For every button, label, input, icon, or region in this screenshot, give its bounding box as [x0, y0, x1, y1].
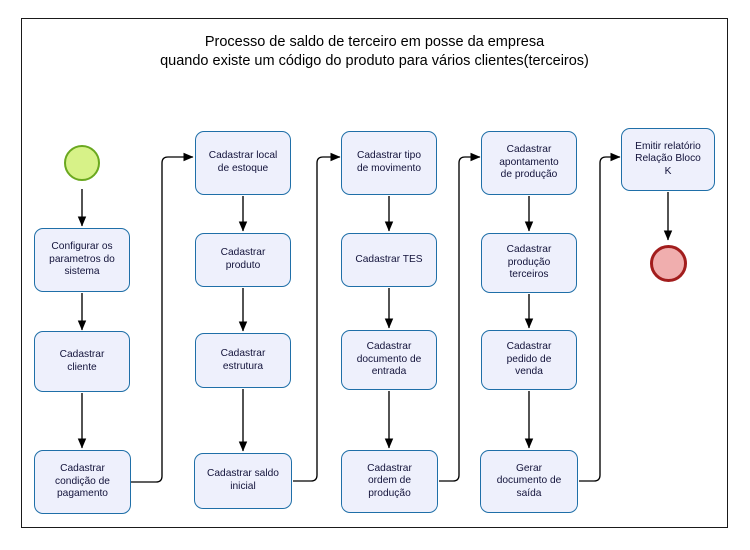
end-terminator[interactable] — [650, 245, 687, 282]
node-cadastrar-cliente[interactable]: Cadastrar cliente — [34, 331, 130, 392]
node-cadastrar-condicao-pagamento[interactable]: Cadastrar condição de pagamento — [34, 450, 131, 514]
node-cadastrar-local-estoque[interactable]: Cadastrar local de estoque — [195, 131, 291, 195]
node-configurar-parametros[interactable]: Configurar os parametros do sistema — [34, 228, 130, 292]
node-cadastrar-saldo-inicial[interactable]: Cadastrar saldo inicial — [194, 453, 292, 509]
start-terminator[interactable] — [64, 145, 100, 181]
node-cadastrar-ordem-producao[interactable]: Cadastrar ordem de produção — [341, 450, 438, 513]
node-cadastrar-estrutura[interactable]: Cadastrar estrutura — [195, 333, 291, 388]
node-cadastrar-produto[interactable]: Cadastrar produto — [195, 233, 291, 287]
node-gerar-documento-saida[interactable]: Gerar documento de saída — [480, 450, 578, 513]
node-cadastrar-pedido-venda[interactable]: Cadastrar pedido de venda — [481, 330, 577, 390]
node-cadastrar-tipo-movimento[interactable]: Cadastrar tipo de movimento — [341, 131, 437, 195]
node-cadastrar-documento-entrada[interactable]: Cadastrar documento de entrada — [341, 330, 437, 390]
node-cadastrar-tes[interactable]: Cadastrar TES — [341, 233, 437, 287]
node-cadastrar-producao-terceiros[interactable]: Cadastrar produção terceiros — [481, 233, 577, 293]
page-title: Processo de saldo de terceiro em posse d… — [160, 34, 589, 69]
node-emitir-relatorio-bloco-k[interactable]: Emitir relatório Relação Bloco K — [621, 128, 715, 191]
node-cadastrar-apontamento-producao[interactable]: Cadastrar apontamento de produção — [481, 131, 577, 195]
